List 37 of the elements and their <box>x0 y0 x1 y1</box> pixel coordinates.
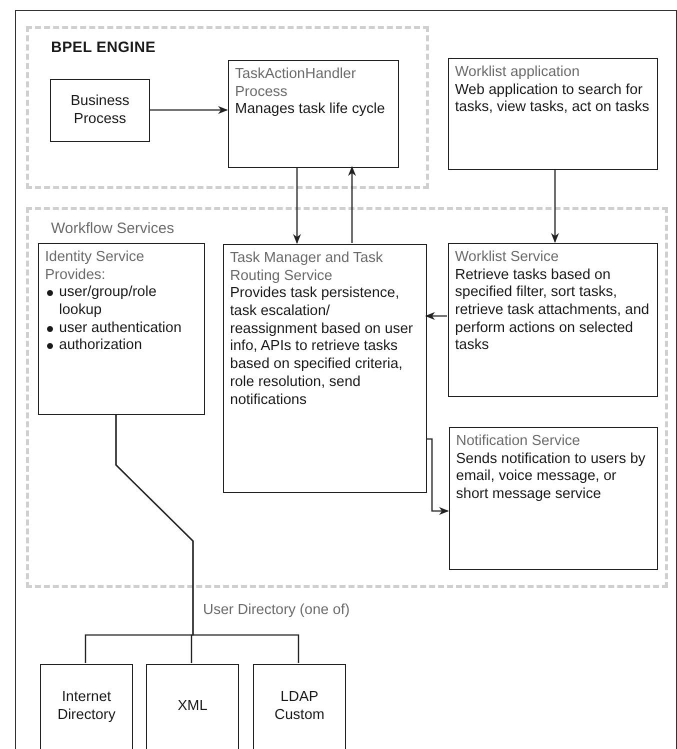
box-heading: Notification Service <box>456 433 582 451</box>
arrow <box>426 438 449 515</box>
box-heading: Identity Service Provides: <box>45 249 146 284</box>
box-text: LDAP Custom <box>274 689 326 725</box>
box-text: Sends notification to users by email, voice message, or short message service <box>456 450 646 504</box>
bullet-item: authorization <box>59 337 142 356</box>
process-box <box>253 664 346 749</box>
box-heading: Worklist application <box>455 64 581 82</box>
arrow <box>348 166 356 243</box>
box-text: Manages task life cycle <box>235 101 386 120</box>
group-frame <box>26 26 429 189</box>
box-heading: TaskActionHandler Process <box>235 66 357 102</box>
arrow <box>293 167 301 244</box>
group-frame <box>26 207 668 588</box>
process-box <box>448 58 658 170</box>
box-heading: Task Manager and Task Routing Service <box>230 250 384 286</box>
process-box <box>228 60 399 168</box>
box-text: Business Process <box>70 92 130 128</box>
box-text: Retrieve tasks based on specified filter, sort tasks, retrieve task attachments, and perform actions on selected tasks <box>455 266 650 356</box>
arrow <box>149 106 228 114</box>
process-box <box>38 243 205 415</box>
arrow <box>425 312 447 320</box>
box-heading: Worklist Service <box>455 249 560 267</box>
bullet-item: user authentication <box>59 320 182 338</box>
process-box <box>448 243 658 397</box>
process-box <box>50 79 150 142</box>
group-title: Workflow Services <box>51 220 174 237</box>
process-box <box>223 244 427 493</box>
box-text: XML <box>178 698 208 716</box>
process-box <box>40 664 133 749</box>
box-text: Provides task persistence, task escalation/ reassignment based on user info, APIs to retrieve tasks based on specified criteria, role resolution, send notifications <box>230 285 414 410</box>
process-box <box>146 664 239 749</box>
group-title: BPEL ENGINE <box>51 39 156 56</box>
box-text: Web application to search for tasks, view tasks, act on tasks <box>455 82 650 118</box>
box-text: Internet Directory <box>56 689 116 725</box>
process-box <box>449 427 658 570</box>
arrow <box>551 169 559 243</box>
